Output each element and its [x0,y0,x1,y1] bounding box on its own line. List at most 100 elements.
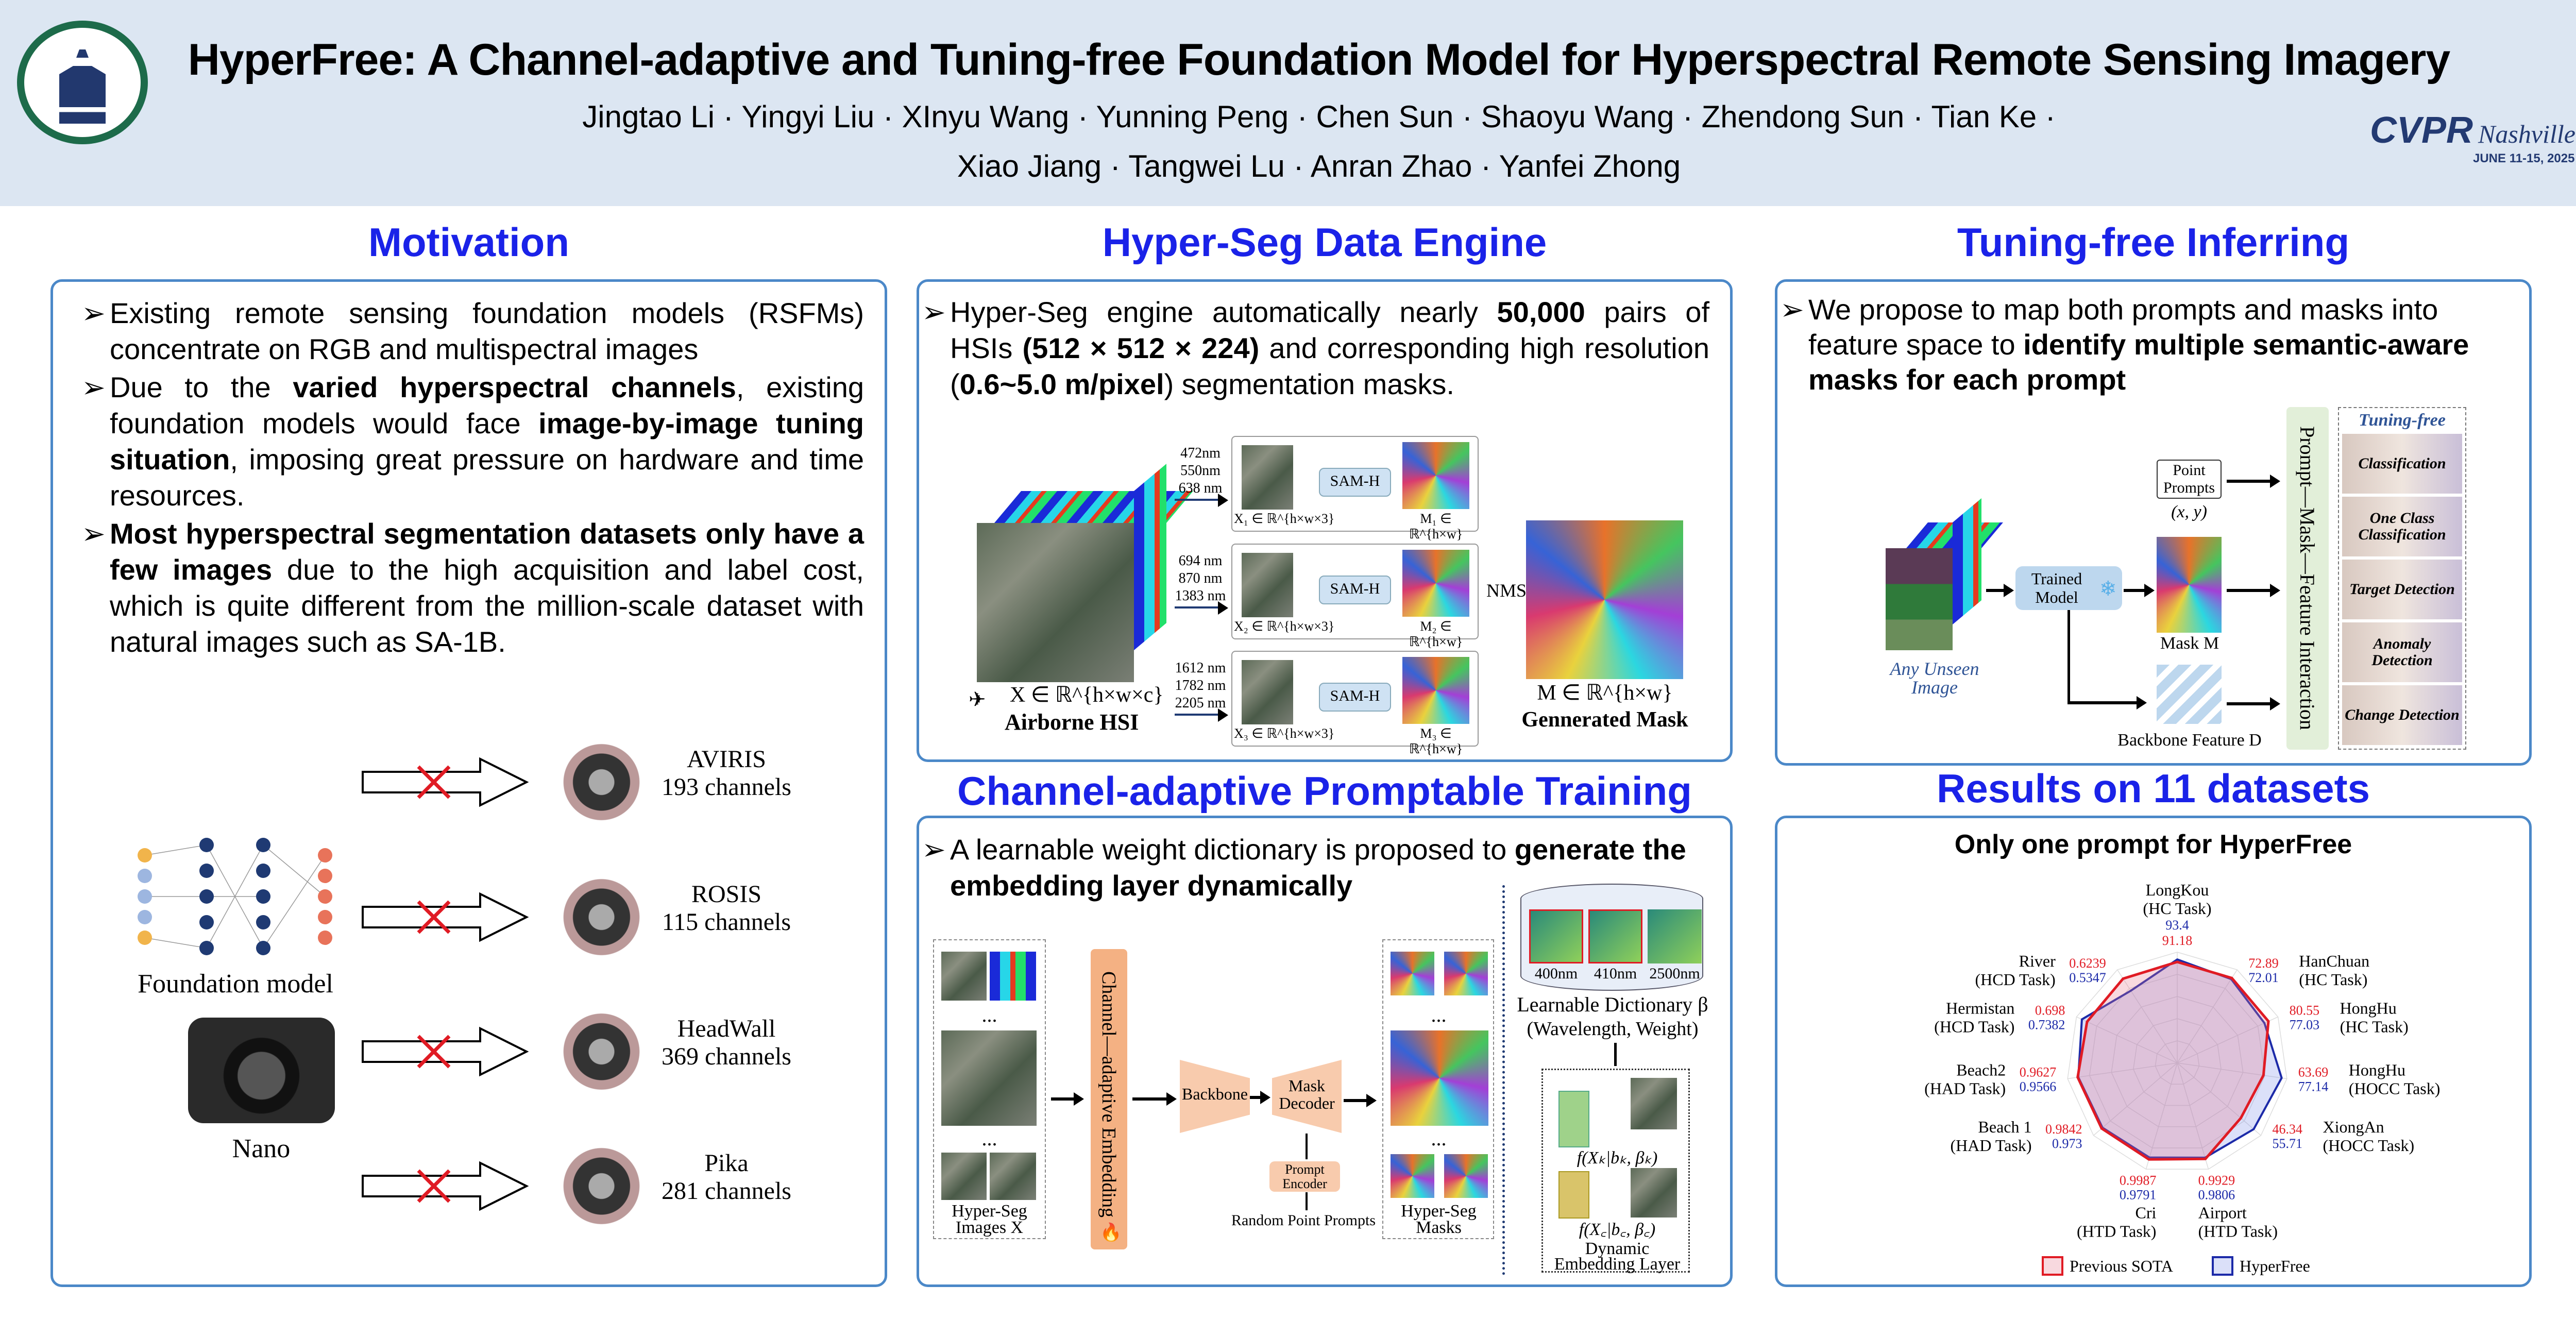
legend-label: Previous SOTA [2070,1257,2173,1275]
arrow [1175,494,1228,507]
learnable-dictionary-sublabel: (Wavelength, Weight) [1527,1018,1699,1040]
tuning-free-label: Tuning-free [2359,411,2446,430]
generated-mask-caption: Gennerated Mask [1521,708,1688,732]
mask-m-label: Mask M [2160,634,2219,653]
wavelength-label: 1782 nm [1175,678,1226,694]
mask-thumb [1391,952,1434,995]
wavelength-label: 472nm [1180,445,1221,461]
m-math-label: M₃ ∈ ℝ^{h×w} [1409,726,1463,756]
arrow [1306,1134,1308,1159]
axis-label: Beach2 [1956,1061,2006,1079]
data-label: 0.5347 [2069,970,2106,985]
feature-map-image [1631,1078,1677,1129]
connector-line [2067,610,2070,704]
channel-adaptive-embedding-block: Channel—adaptive Embedding 🔥 [1091,949,1127,1249]
data-label: 80.55 [2290,1003,2320,1018]
nano-camera-image [188,1018,335,1123]
training-title: Channel-adaptive Promptable Training [957,768,1692,814]
wavelength-label: 1612 nm [1175,660,1226,676]
x-math-label: X₁ ∈ ℝ^{h×w×3} [1234,511,1335,526]
axis-task-label: (HCD Task) [1934,1018,2014,1036]
mask-thumb [1391,1154,1434,1198]
motivation-title: Motivation [368,219,569,265]
sensor-image [556,738,647,826]
backbone-feature-image [2157,665,2222,724]
point-prompts-box [2157,460,2222,499]
radar-series-hyperfree [2077,958,2283,1159]
mask-image [1402,550,1469,617]
ellipsis: ... [1431,1003,1447,1026]
ellipsis: ... [981,1003,997,1026]
task-item: One Class Classification [2342,497,2462,556]
sam-h-block [1319,576,1391,604]
hsi-thumb [990,952,1036,1001]
data-label: 0.6239 [2069,956,2106,971]
hsi-thumb [941,1153,987,1200]
task-item: Classification [2342,434,2462,494]
dictionary-weight-image [1588,909,1642,963]
training-description: ➢A learnable weight dictionary is propos… [922,833,1686,902]
axis-label: LongKou [2146,881,2209,899]
m-math-label: M₁ ∈ ℝ^{h×w} [1409,511,1463,542]
motivation-panel: ➢Existing remote sensing foundation mode… [50,279,887,1287]
arrow [2067,696,2147,709]
results-panel [1775,816,2532,1287]
sensor-channels: 281 channels [662,1177,791,1205]
arrow [1132,1092,1177,1106]
data-label: 72.01 [2248,970,2279,985]
mask-m-image [2157,537,2222,633]
task-label: Change Detection [2345,706,2460,723]
airplane-icon: ✈ [969,688,986,711]
band-image [1242,660,1293,724]
wavelength-label: 2205 nm [1175,695,1226,711]
radar-grid-ring [2089,974,2266,1148]
x-math-label: X₃ ∈ ℝ^{h×w×3} [1234,726,1335,741]
hollow-arrow-icon [362,757,529,807]
radar-axis-line [2076,1017,2178,1063]
arrow [1614,1043,1617,1066]
axis-label: HongHu [2349,1061,2405,1079]
mask-image [1402,442,1469,509]
axis-task-label: (HOCC Task) [2349,1079,2441,1098]
arrow [2227,584,2280,597]
fk-formula: f(Xₖ|bₖ, βₖ) [1577,1148,1658,1168]
sensor-name: HeadWall [677,1015,776,1042]
radar-axis-line [2177,1062,2287,1079]
x-math-label: X₂ ∈ ℝ^{h×w×3} [1234,619,1335,634]
dictionary-wavelength: 2500nm [1649,965,1700,982]
engine-title: Hyper-Seg Data Engine [1102,219,1547,265]
data-label: 0.973 [2052,1136,2082,1151]
axis-task-label: (HAD Task) [1924,1079,2006,1098]
data-label: 0.9987 [2120,1173,2157,1188]
axis-label: Airport [2198,1203,2247,1222]
authors-line-2: Xiao Jiang · Tangwei Lu · Anran Zhao · Y… [957,149,1681,183]
radar-grid-ring [2133,1018,2222,1106]
data-label: 55.71 [2272,1136,2302,1151]
airborne-hsi-image [977,523,1134,682]
sensor-image [556,873,647,961]
data-label: 0.9806 [2198,1187,2235,1202]
hyper-seg-images-label: Hyper-Seg Images X [952,1202,1027,1237]
band-image [1242,553,1293,617]
engine-row-panel [1231,544,1479,639]
axis-label: Hermistan [1946,999,2014,1018]
data-label: 93.4 [2165,918,2189,933]
hyper-seg-images-panel: ... ... Hyper-Seg Images X [933,939,1046,1239]
engine-row-panel [1231,651,1479,747]
sensor-name: AVIRIS [687,746,766,773]
axis-task-label: (HTD Task) [2077,1222,2156,1240]
wavelength-label: 1383 nm [1175,588,1226,604]
motivation-bullet-3: ➢Most hyperspectral segmentation dataset… [81,517,864,658]
dynamic-embedding-label: Dynamic Embedding Layer [1554,1239,1681,1274]
hollow-arrow-icon [362,1161,529,1211]
backbone-label: Backbone [1182,1085,1248,1103]
learnable-dictionary-label: Learnable Dictionary β [1517,993,1708,1016]
radar-axis-line [2093,1062,2178,1136]
foundation-model-network-icon [138,838,332,955]
sam-h-label: SAM-H [1330,472,1380,489]
sensor-channels: 115 channels [662,908,791,936]
data-label: 0.9842 [2045,1122,2082,1137]
fc-formula: f(X꜀|b꜀, β꜀) [1579,1220,1656,1239]
axis-task-label: (HAD Task) [1950,1136,2031,1155]
sam-h-block [1319,468,1391,497]
